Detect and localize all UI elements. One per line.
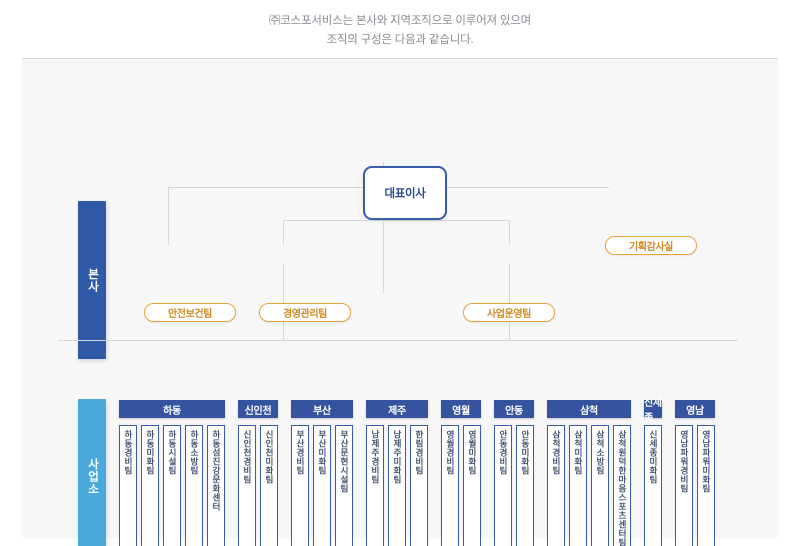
site-team-label: 하동시설팀 [167, 430, 178, 475]
hq-team-management-label: 경영관리팀 [282, 309, 327, 320]
site-team-box[interactable]: 부산문현시설팀 [335, 425, 353, 546]
site-team-box[interactable]: 안동경비팀 [494, 425, 512, 546]
section-bar-headquarters: 본사 [78, 201, 106, 359]
connector-ceo-stem [383, 162, 384, 293]
site-team-label: 부산문현시설팀 [339, 430, 350, 493]
site-team-label: 영남파워경비팀 [679, 430, 690, 493]
site-group-teams: 하동경비팀 하동미화팀 하동시설팀 하동소방팀 하동섬진강문화센터 [119, 425, 225, 546]
intro-line-2: 조직의 구성은 다음과 같습니다. [326, 34, 474, 46]
site-team-box[interactable]: 부산미화팀 [313, 425, 331, 546]
site-team-box[interactable]: 영남파워경비팀 [675, 425, 693, 546]
site-team-box[interactable]: 영남파워미화팀 [697, 425, 715, 546]
site-group-teams: 신세종미화팀 [644, 425, 662, 546]
site-group-header[interactable]: 부산 [291, 400, 353, 418]
site-team-label: 삼척소방팀 [595, 430, 606, 475]
site-team-box[interactable]: 영월경비팀 [441, 425, 459, 546]
site-team-label: 삼척미화팀 [573, 430, 584, 475]
site-group-header[interactable]: 영월 [441, 400, 481, 418]
site-team-label: 하동섬진강문화센터 [211, 430, 222, 511]
site-group-header[interactable]: 제주 [366, 400, 428, 418]
site-team-label: 안동경비팀 [498, 430, 509, 475]
site-team-box[interactable]: 신인천경비팀 [238, 425, 256, 546]
site-team-label: 부산미화팀 [317, 430, 328, 475]
site-team-label: 영월경비팀 [445, 430, 456, 475]
site-team-label: 남제주미화팀 [392, 430, 403, 484]
site-team-box[interactable]: 하동미화팀 [141, 425, 159, 546]
hq-team-operations[interactable]: 사업운영팀 [463, 303, 555, 322]
audit-office-box[interactable]: 기획감사실 [605, 236, 697, 255]
connector-ops-drop [509, 220, 510, 245]
section-bar-sites: 사업소 [78, 399, 106, 546]
site-team-label: 영남파워미화팀 [701, 430, 712, 493]
site-group-teams: 신인천경비팀 신인천미화팀 [238, 425, 278, 546]
connector-safety-drop [168, 187, 169, 245]
site-team-box[interactable]: 하동섬진강문화센터 [207, 425, 225, 546]
site-team-label: 신인천경비팀 [242, 430, 253, 484]
site-team-label: 하동경비팀 [123, 430, 134, 475]
site-team-box[interactable]: 삼척경비팀 [547, 425, 565, 546]
site-team-box[interactable]: 하동시설팀 [163, 425, 181, 546]
site-group-header[interactable]: 신세종 [644, 398, 662, 424]
site-group-teams: 남제주경비팀 남제주미화팀 한림경비팀 [366, 425, 428, 546]
site-group-teams: 영남파워경비팀 영남파워미화팀 [675, 425, 715, 546]
site-team-label: 신인천미화팀 [264, 430, 275, 484]
intro-text: ㈜코스포서비스는 본사와 지역조직으로 이루어져 있으며 조직의 구성은 다음과… [0, 12, 800, 50]
site-group-teams: 삼척경비팀 삼척미화팀 삼척소방팀 삼척원덕한마음스포츠센터팀 [547, 425, 631, 546]
site-team-box[interactable]: 부산경비팀 [291, 425, 309, 546]
site-group-header[interactable]: 하동 [119, 400, 225, 418]
site-team-label: 영월미화팀 [467, 430, 478, 475]
site-group-header[interactable]: 신인천 [238, 400, 278, 418]
hq-team-management[interactable]: 경영관리팀 [259, 303, 351, 322]
site-team-box[interactable]: 삼척소방팀 [591, 425, 609, 546]
site-team-box[interactable]: 남제주경비팀 [366, 425, 384, 546]
org-chart-panel: 본사 사업소 대표이사 기획감사실 안전보건팀 경영관리팀 [22, 58, 778, 546]
intro-line-1: ㈜코스포서비스는 본사와 지역조직으로 이루어져 있으며 [268, 15, 532, 27]
site-team-label: 안동미화팀 [520, 430, 531, 475]
section-label-sites: 사업소 [86, 457, 99, 496]
site-group-header[interactable]: 안동 [494, 400, 534, 418]
site-team-label: 하동미화팀 [145, 430, 156, 475]
site-team-box[interactable]: 영월미화팀 [463, 425, 481, 546]
connector-mgmt-to-sites [283, 264, 284, 340]
hq-team-safety-label: 안전보건팀 [167, 309, 212, 320]
site-team-label: 삼척경비팀 [551, 430, 562, 475]
connector-mgmt-drop [283, 220, 284, 245]
site-team-box[interactable]: 삼척원덕한마음스포츠센터팀 [613, 425, 631, 546]
connector-sites-bus [58, 340, 738, 341]
hq-team-safety[interactable]: 안전보건팀 [144, 303, 236, 322]
site-group-teams: 안동경비팀 안동미화팀 [494, 425, 534, 546]
site-group-header[interactable]: 영남 [675, 400, 715, 418]
site-team-label: 하동소방팀 [189, 430, 200, 475]
site-team-label: 남제주경비팀 [370, 430, 381, 484]
site-team-label: 삼척원덕한마음스포츠센터팀 [617, 430, 628, 546]
site-team-box[interactable]: 하동소방팀 [185, 425, 203, 546]
site-team-box[interactable]: 삼척미화팀 [569, 425, 587, 546]
site-team-label: 신세종미화팀 [648, 430, 659, 484]
hq-team-operations-label: 사업운영팀 [486, 309, 531, 320]
section-label-headquarters: 본사 [86, 267, 99, 293]
site-team-box[interactable]: 신세종미화팀 [644, 425, 662, 546]
site-group-header[interactable]: 삼척 [547, 400, 631, 418]
site-group-teams: 영월경비팀 영월미화팀 [441, 425, 481, 546]
site-team-box[interactable]: 안동미화팀 [516, 425, 534, 546]
connector-ops-to-sites [509, 264, 510, 340]
ceo-box[interactable]: 대표이사 [363, 166, 447, 220]
site-team-label: 부산경비팀 [295, 430, 306, 475]
site-team-label: 한림경비팀 [414, 430, 425, 475]
site-team-box[interactable]: 하동경비팀 [119, 425, 137, 546]
ceo-label: 대표이사 [384, 188, 426, 200]
site-team-box[interactable]: 한림경비팀 [410, 425, 428, 546]
audit-office-label: 기획감사실 [628, 242, 673, 253]
connector-lower-bus [283, 220, 509, 221]
site-team-box[interactable]: 남제주미화팀 [388, 425, 406, 546]
site-team-box[interactable]: 신인천미화팀 [260, 425, 278, 546]
site-group-teams: 부산경비팀 부산미화팀 부산문현시설팀 [291, 425, 353, 546]
